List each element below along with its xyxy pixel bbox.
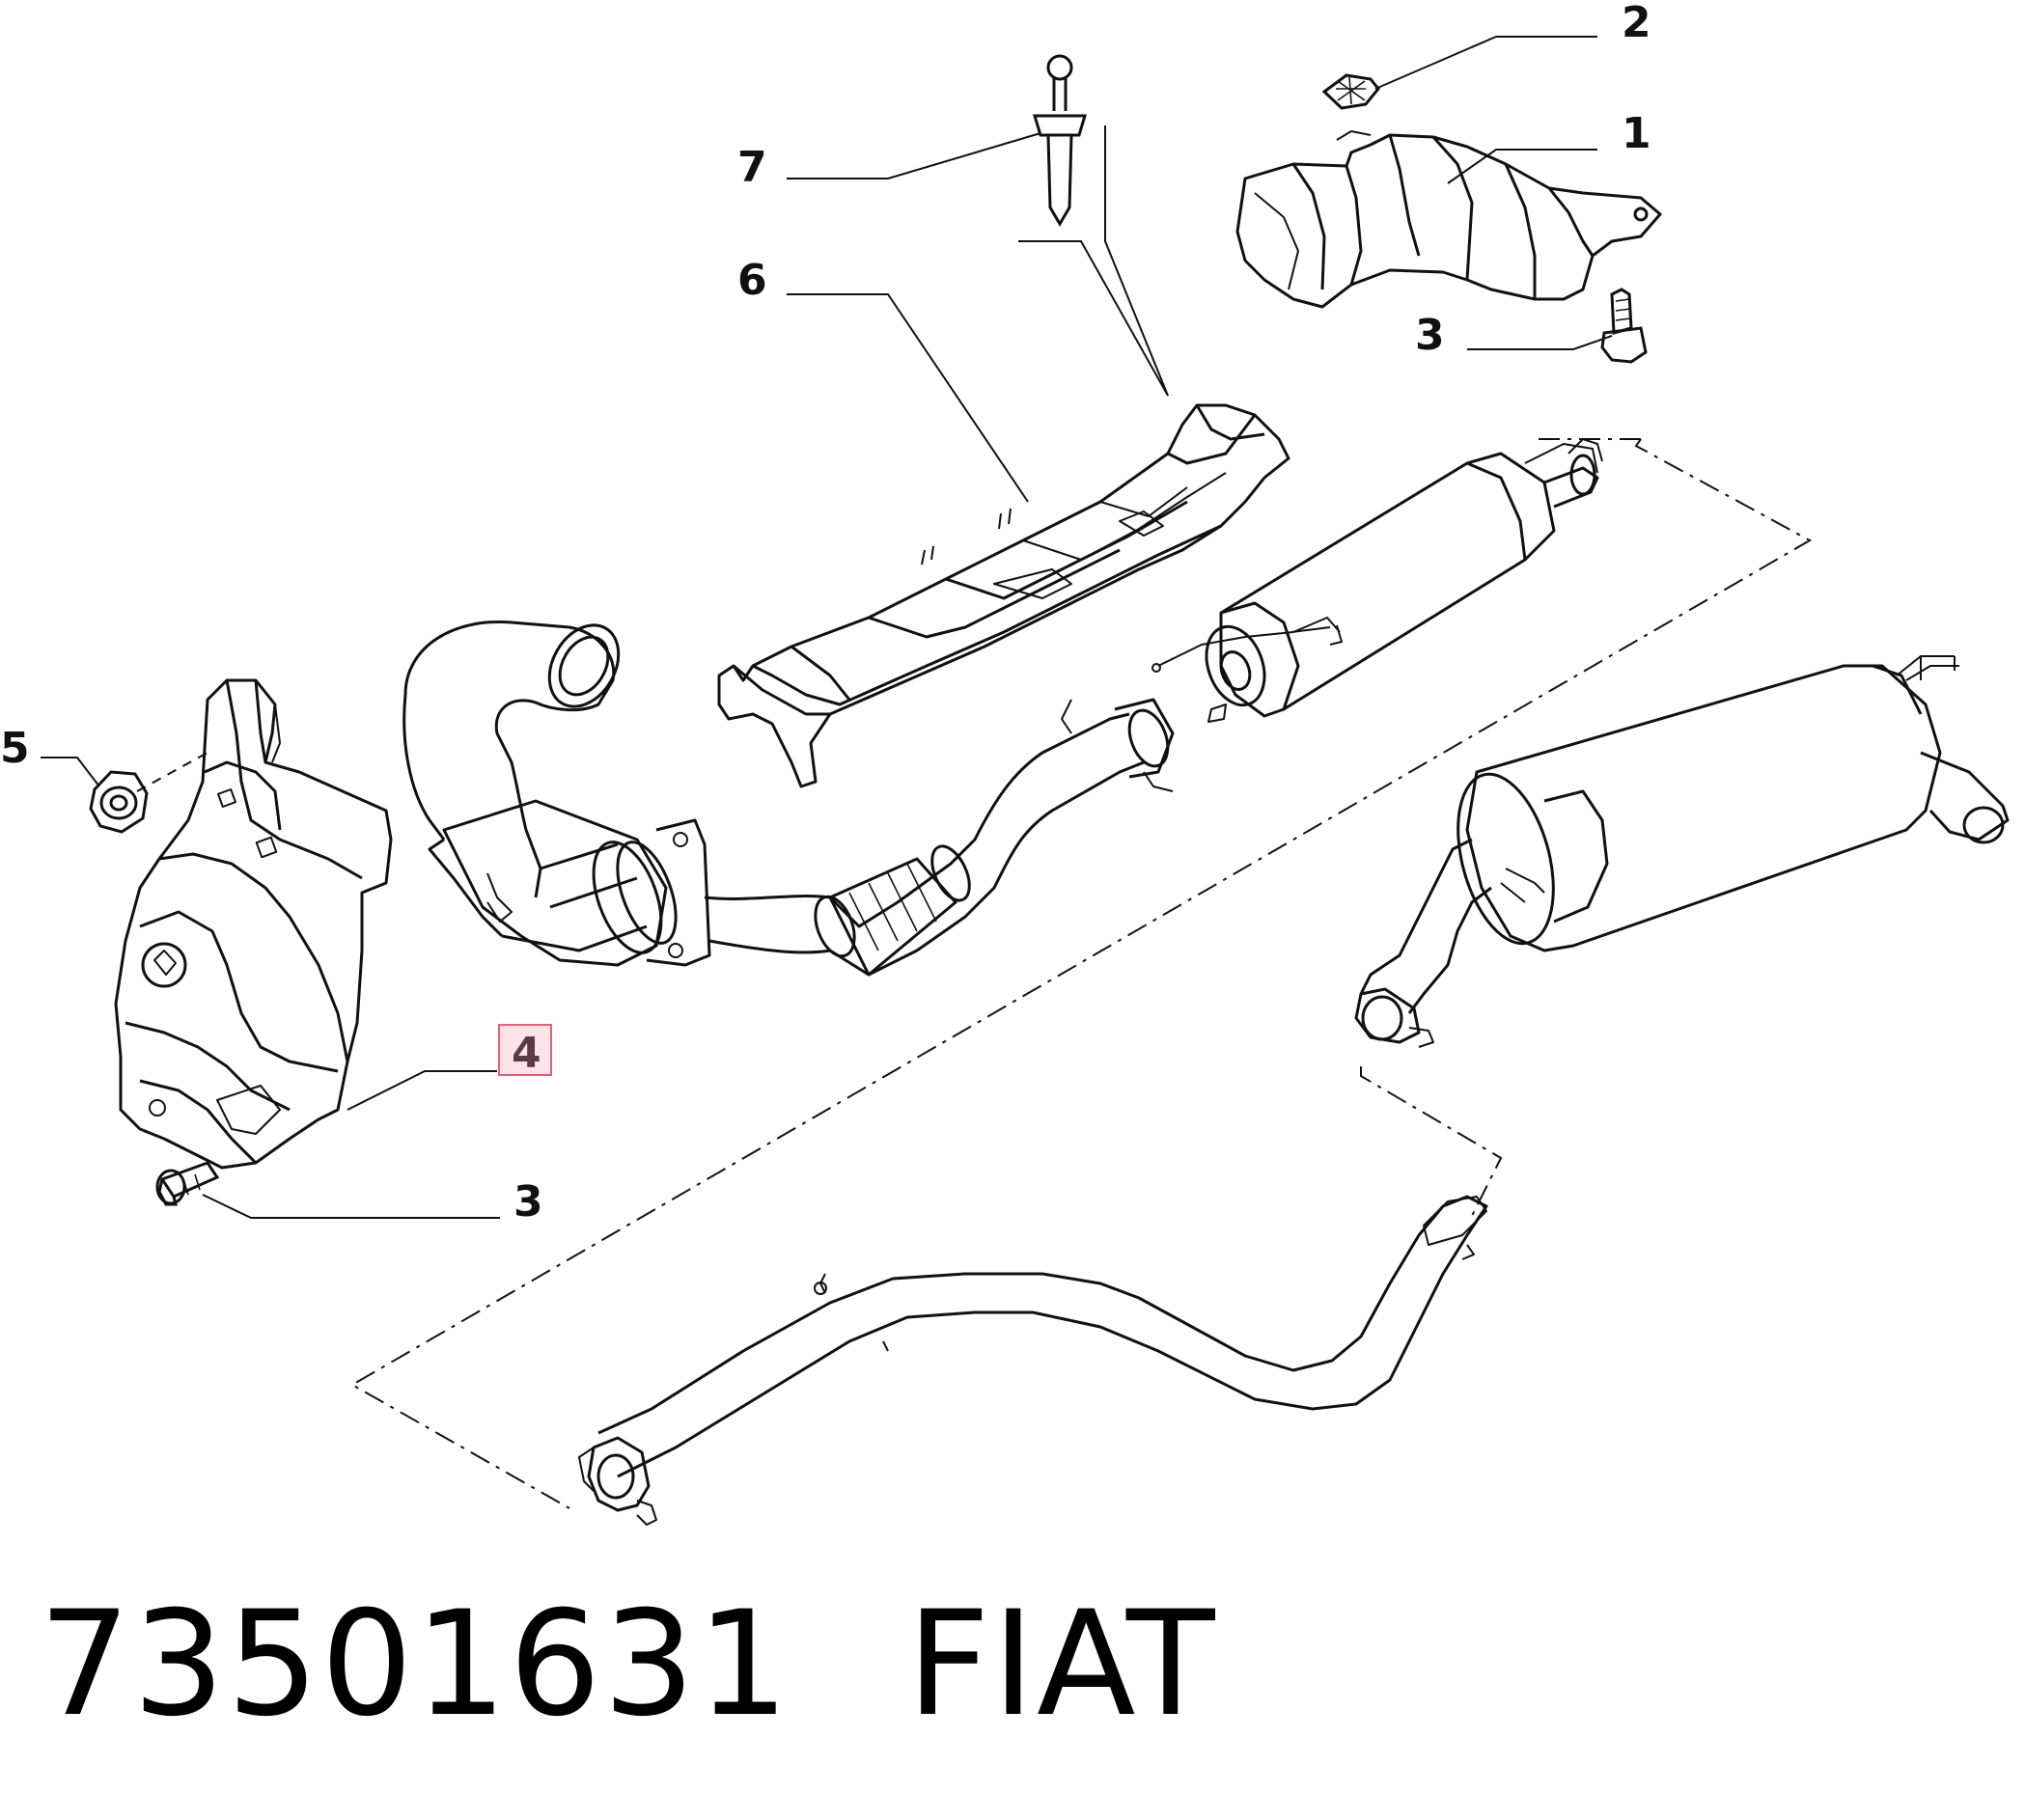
part-number: 73501631 [39,1581,791,1749]
leader-5 [41,757,100,787]
callout-7[interactable]: 7 [737,143,767,192]
callout-3-bottom[interactable]: 3 [513,1177,543,1227]
callout-1[interactable]: 1 [1622,109,1651,158]
callout-4-highlight [498,1024,552,1076]
part-2-clip-nut[interactable] [1321,73,1380,110]
leader-7 [787,132,1041,179]
footer-caption: 73501631 FIAT [39,1583,1217,1747]
leader-1 [1447,149,1597,184]
leader-4 [347,1070,497,1111]
part-3-bolt-bottom[interactable] [155,1161,220,1206]
part-1-heat-shield[interactable] [1235,130,1662,309]
callout-6[interactable]: 6 [737,256,767,305]
rear-silencer [1354,655,2010,1048]
dashed-assembly-boundary [349,438,1813,1509]
tail-pipe [578,1195,1488,1526]
part-5-flange-nut[interactable] [89,770,149,834]
centre-silencer [1151,438,1603,723]
callout-5[interactable]: 5 [0,724,30,773]
leader-6 [787,293,1029,503]
part-6-tunnel-shield[interactable] [717,403,1290,788]
leader-rivet-b [1104,125,1169,397]
leader-nut-dash [136,752,208,792]
callout-labels: 1 2 3 7 6 4 5 3 [0,0,1651,1227]
leader-3-top [1467,335,1613,350]
leader-lines [41,36,1613,1219]
callout-4[interactable]: 4 [512,1029,541,1078]
brand-name: FIAT [906,1581,1217,1749]
leader-3-bottom [202,1194,500,1219]
callout-2[interactable]: 2 [1622,0,1651,47]
part-4-manifold-heat-shield[interactable] [114,678,393,1170]
part-3-bolt-top[interactable] [1600,288,1648,364]
leader-rivet-a [1018,240,1169,397]
part-7-rivet[interactable] [1032,54,1088,227]
catalytic-converter-assembly [402,620,1175,977]
leader-2 [1374,36,1597,90]
callout-3-top[interactable]: 3 [1415,311,1445,360]
